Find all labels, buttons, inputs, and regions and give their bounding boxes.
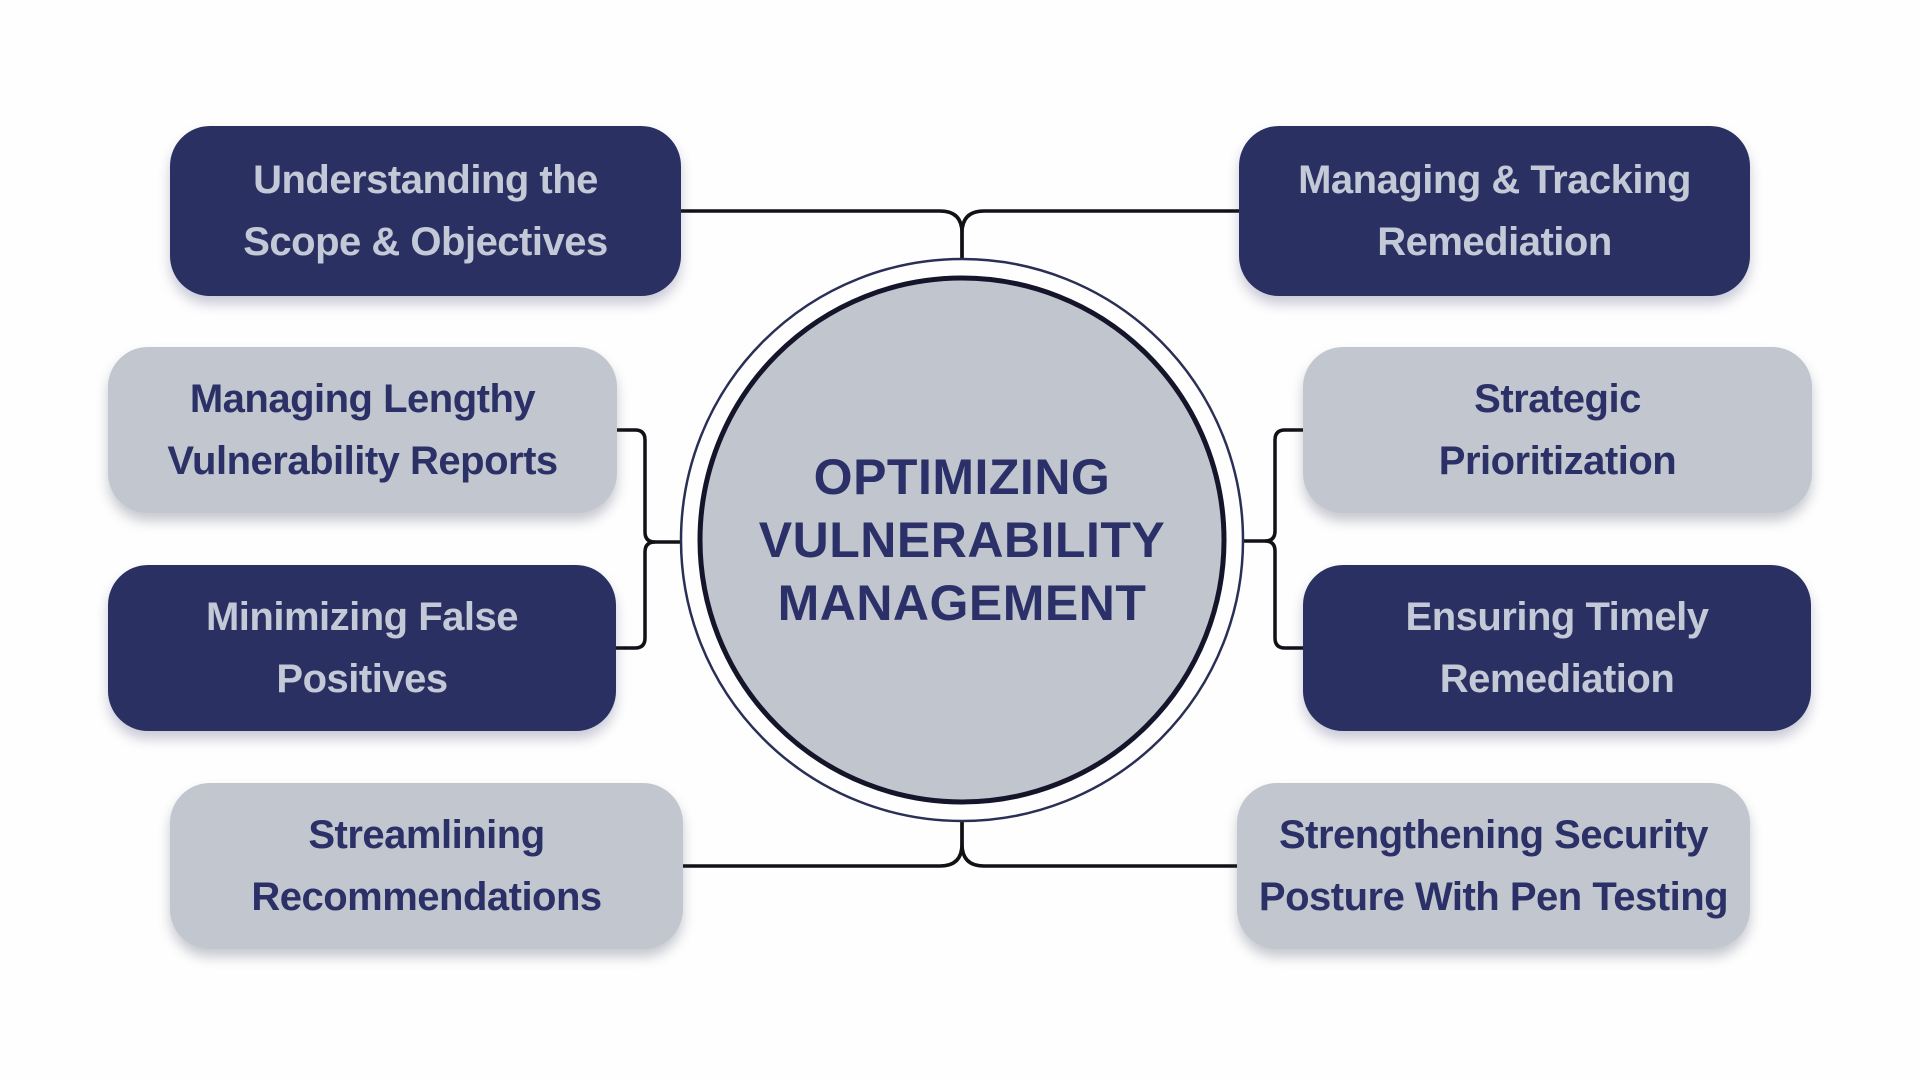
node-label-line: Posture With Pen Testing	[1258, 875, 1729, 919]
center-circle-label: OPTIMIZING VULNERABILITY MANAGEMENT	[700, 382, 1224, 698]
connector-top-right	[960, 209, 1239, 259]
node-label-line: Ensuring Timely	[1405, 595, 1709, 639]
node-label-line: Understanding the	[253, 158, 598, 202]
node-ensuring-timely-remediation: Ensuring Timely Remediation	[1303, 565, 1811, 731]
node-strategic-prioritization: Strategic Prioritization	[1303, 347, 1812, 513]
node-label-line: Remediation	[1439, 657, 1675, 701]
center-label-line: OPTIMIZING	[813, 448, 1111, 505]
center-circle	[697, 275, 1227, 805]
node-streamlining-recommendations: Streamlining Recommendations	[170, 783, 683, 949]
node-strengthening-security-posture-pen-testing: Strengthening Security Posture With Pen …	[1237, 783, 1750, 949]
center-circle-outer-ring	[679, 257, 1245, 823]
connector-left-bracket-upper	[617, 428, 681, 544]
connector-right-bracket-lower	[1264, 539, 1303, 650]
node-label-line: Minimizing False	[205, 595, 519, 639]
node-understanding-scope-objectives: Understanding the Scope & Objectives	[170, 126, 681, 296]
node-label-line: Streamlining	[308, 813, 545, 857]
connector-bottom-right	[960, 821, 1237, 868]
node-label-line: Managing Lengthy	[189, 377, 536, 421]
connector-right-bracket-upper	[1243, 428, 1303, 543]
node-label-line: Strengthening Security	[1278, 813, 1709, 857]
node-label-line: Managing & Tracking	[1298, 158, 1691, 202]
node-minimizing-false-positives: Minimizing False Positives	[108, 565, 616, 731]
center-label-line: MANAGEMENT	[777, 574, 1147, 631]
node-managing-tracking-remediation: Managing & Tracking Remediation	[1239, 126, 1750, 296]
node-label-line: Scope & Objectives	[243, 220, 608, 264]
connector-top-left	[681, 209, 964, 259]
node-managing-lengthy-vulnerability-reports: Managing Lengthy Vulnerability Reports	[108, 347, 617, 513]
node-label-line: Remediation	[1377, 220, 1612, 264]
node-label-line: Prioritization	[1438, 439, 1677, 483]
center-label-line: VULNERABILITY	[758, 511, 1166, 568]
node-label-line: Vulnerability Reports	[167, 439, 558, 483]
connector-left-bracket-lower	[616, 540, 656, 650]
connector-bottom-left	[683, 821, 964, 868]
node-label-line: Positives	[276, 657, 448, 701]
node-label-line: Recommendations	[251, 875, 602, 919]
node-label-line: Strategic	[1474, 377, 1641, 421]
